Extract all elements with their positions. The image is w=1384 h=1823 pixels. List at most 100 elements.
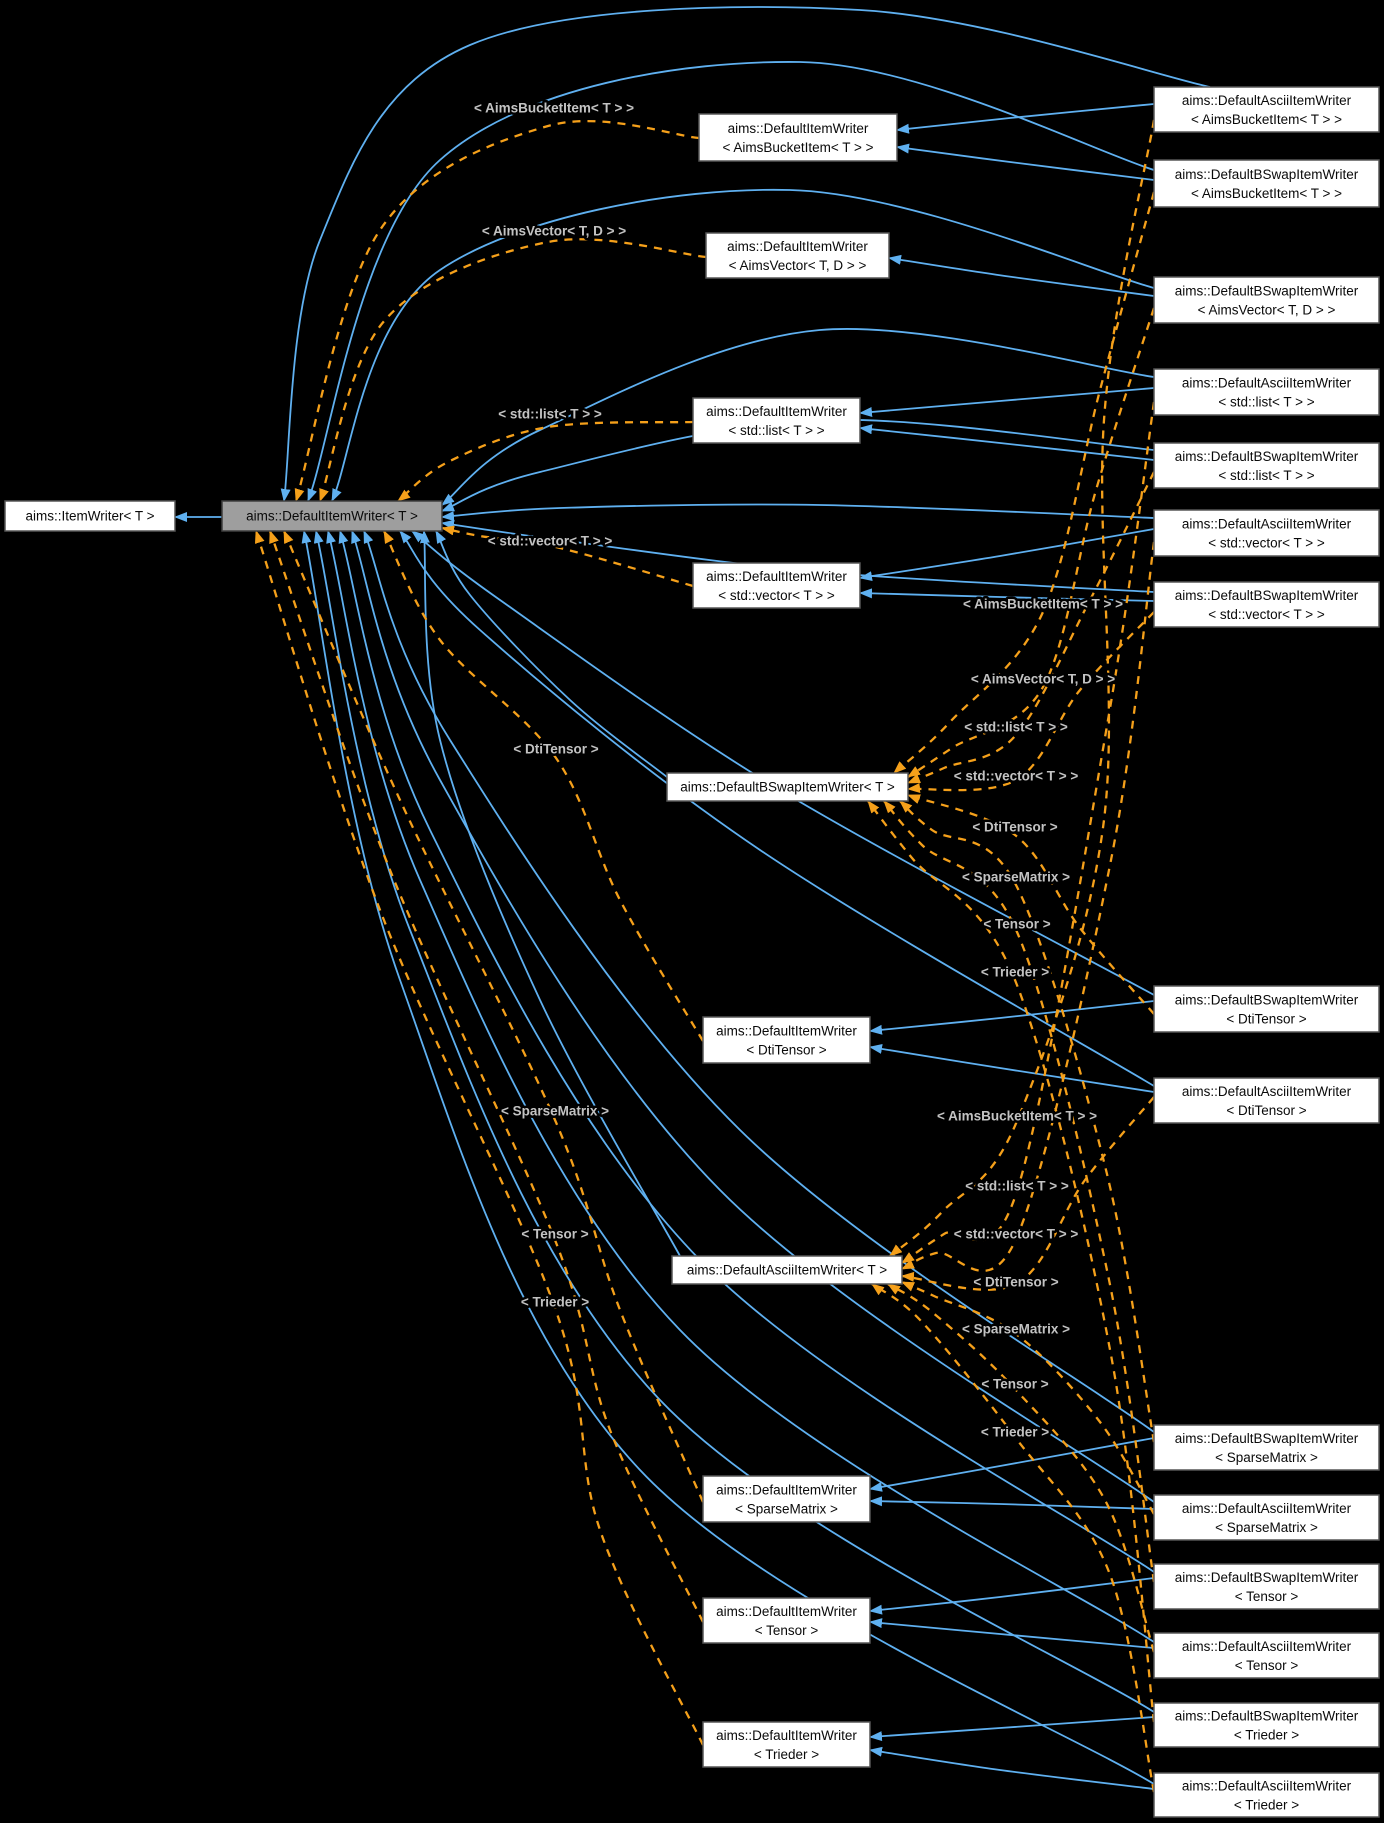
edge-label-bswap_trieder: < Trieder >	[981, 965, 1049, 980]
class-node-diw_tensor[interactable]: aims::DefaultItemWriter< Tensor >	[702, 1597, 871, 1644]
class-node-box[interactable]	[702, 1597, 871, 1644]
class-node-bswap_list[interactable]: aims::DefaultBSwapItemWriter< std::list<…	[1153, 442, 1380, 489]
class-node-label: < Trieder >	[754, 1747, 819, 1762]
edge-template-diw_sparse-to-defaultitemwriter	[282, 530, 705, 1503]
class-node-label: aims::DefaultItemWriter	[716, 1024, 857, 1039]
class-node-ascii_trieder[interactable]: aims::DefaultAsciiItemWriter< Trieder >	[1153, 1772, 1380, 1818]
class-node-label: < std::vector< T > >	[1208, 536, 1325, 551]
class-node-box[interactable]	[671, 1255, 903, 1285]
class-node-box[interactable]	[221, 500, 443, 532]
class-node-label: aims::DefaultItemWriter	[706, 404, 847, 419]
class-node-box[interactable]	[1153, 509, 1380, 557]
class-node-label: aims::DefaultBSwapItemWriter	[1175, 1431, 1359, 1446]
class-node-bswap_trieder[interactable]: aims::DefaultBSwapItemWriter< Trieder >	[1153, 1702, 1380, 1748]
class-node-diw_list[interactable]: aims::DefaultItemWriter< std::list< T > …	[692, 397, 861, 444]
edge-template-ascii_dtitensor-to-ascii_t	[901, 1096, 1155, 1291]
class-node-diw_sparse[interactable]: aims::DefaultItemWriter< SparseMatrix >	[702, 1475, 871, 1523]
class-node-label: aims::DefaultBSwapItemWriter	[1175, 167, 1359, 182]
class-node-box[interactable]	[698, 113, 898, 162]
class-node-bswap_tensor[interactable]: aims::DefaultBSwapItemWriter< Tensor >	[1153, 1563, 1380, 1610]
class-node-box[interactable]	[1153, 159, 1380, 208]
class-node-box[interactable]	[666, 772, 909, 802]
class-node-defaultitemwriter[interactable]: aims::DefaultItemWriter< T >	[221, 500, 443, 532]
class-node-ascii_vector[interactable]: aims::DefaultAsciiItemWriter< std::vecto…	[1153, 509, 1380, 557]
class-node-ascii_tensor[interactable]: aims::DefaultAsciiItemWriter< Tensor >	[1153, 1632, 1380, 1679]
edge-template-ascii_list-to-ascii_t	[901, 401, 1156, 1264]
class-node-label: < SparseMatrix >	[735, 1502, 838, 1517]
class-node-diw_vector[interactable]: aims::DefaultItemWriter< std::vector< T …	[692, 562, 861, 609]
class-node-box[interactable]	[702, 1475, 871, 1523]
class-node-box[interactable]	[702, 1016, 871, 1064]
class-node-box[interactable]	[1153, 581, 1380, 628]
edge-template-ascii_bucket-to-ascii_t	[889, 119, 1156, 1257]
edge-template-ascii_tensor-to-ascii_t	[887, 1283, 1156, 1653]
class-node-box[interactable]	[705, 232, 890, 279]
class-node-ascii_t[interactable]: aims::DefaultAsciiItemWriter< T >	[671, 1255, 903, 1285]
edge-label-ascii_dtitensor: < DtiTensor >	[973, 1275, 1058, 1290]
nodes-layer: aims::ItemWriter< T >aims::DefaultItemWr…	[4, 86, 1380, 1818]
class-node-diw_trieder[interactable]: aims::DefaultItemWriter< Trieder >	[702, 1721, 871, 1768]
class-node-ascii_dtitensor[interactable]: aims::DefaultAsciiItemWriter< DtiTensor …	[1153, 1077, 1380, 1124]
class-node-label: < DtiTensor >	[1226, 1012, 1306, 1027]
class-node-itemwriter[interactable]: aims::ItemWriter< T >	[4, 500, 176, 532]
edge-inheritance-bswap_dtitensor-to-diw_dtitensor	[869, 1000, 1155, 1035]
class-node-bswap_t[interactable]: aims::DefaultBSwapItemWriter< T >	[666, 772, 909, 802]
class-node-box[interactable]	[702, 1721, 871, 1768]
edge-label-ascii_vector: < std::vector< T > >	[954, 1227, 1079, 1242]
class-node-label: aims::DefaultAsciiItemWriter	[1182, 1501, 1352, 1516]
class-node-label: aims::DefaultAsciiItemWriter	[1182, 517, 1352, 532]
class-node-diw_aimsvector[interactable]: aims::DefaultItemWriter< AimsVector< T, …	[705, 232, 890, 279]
class-node-box[interactable]	[1153, 1632, 1380, 1679]
class-node-box[interactable]	[1153, 1563, 1380, 1610]
class-node-box[interactable]	[692, 562, 861, 609]
class-node-box[interactable]	[1153, 985, 1380, 1033]
class-node-box[interactable]	[1153, 86, 1380, 133]
class-node-label: < DtiTensor >	[1226, 1103, 1306, 1118]
edge-label-bswap_vector: < std::vector< T > >	[954, 769, 1079, 784]
class-node-bswap_bucket[interactable]: aims::DefaultBSwapItemWriter< AimsBucket…	[1153, 159, 1380, 208]
class-node-box[interactable]	[1153, 276, 1380, 324]
edge-inheritance-bswap_aimsvector-to-diw_aimsvector	[888, 254, 1155, 297]
class-node-bswap_sparse[interactable]: aims::DefaultBSwapItemWriter< SparseMatr…	[1153, 1424, 1380, 1471]
edge-label-bswap_sparse: < SparseMatrix >	[962, 870, 1070, 885]
edge-inheritance-bswap_bucket-to-defaultitemwriter	[307, 61, 1155, 502]
class-node-box[interactable]	[1153, 1077, 1380, 1124]
edge-inheritance-ascii_tensor-to-defaultitemwriter	[326, 530, 1155, 1643]
class-node-ascii_sparse[interactable]: aims::DefaultAsciiItemWriter< SparseMatr…	[1153, 1494, 1380, 1541]
class-node-bswap_dtitensor[interactable]: aims::DefaultBSwapItemWriter< DtiTensor …	[1153, 985, 1380, 1033]
class-node-box[interactable]	[692, 397, 861, 444]
class-node-label: < AimsBucketItem< T > >	[1191, 112, 1342, 127]
class-node-bswap_vector[interactable]: aims::DefaultBSwapItemWriter< std::vecto…	[1153, 581, 1380, 628]
class-node-box[interactable]	[1153, 442, 1380, 489]
edge-inheritance-ascii_list-to-diw_list	[859, 387, 1155, 417]
class-node-box[interactable]	[1153, 1772, 1380, 1818]
edge-label-bswap_dtitensor: < DtiTensor >	[972, 820, 1057, 835]
edge-inheritance-ascii_sparse-to-diw_sparse	[869, 1496, 1155, 1510]
class-node-box[interactable]	[1153, 1424, 1380, 1471]
class-node-label: < SparseMatrix >	[1215, 1520, 1318, 1535]
class-node-label: aims::DefaultBSwapItemWriter	[1175, 1570, 1359, 1585]
class-node-box[interactable]	[1153, 1494, 1380, 1541]
edge-label-ascii_trieder: < Trieder >	[981, 1425, 1049, 1440]
class-node-diw_dtitensor[interactable]: aims::DefaultItemWriter< DtiTensor >	[702, 1016, 871, 1064]
class-node-bswap_aimsvector[interactable]: aims::DefaultBSwapItemWriter< AimsVector…	[1153, 276, 1380, 324]
edge-template-diw_list-to-defaultitemwriter	[397, 420, 694, 502]
class-node-box[interactable]	[1153, 368, 1380, 416]
class-node-ascii_list[interactable]: aims::DefaultAsciiItemWriter< std::list<…	[1153, 368, 1380, 416]
edge-template-bswap_aimsvector-to-bswap_t	[907, 307, 1156, 778]
class-node-box[interactable]	[1153, 1702, 1380, 1748]
edge-template-diw_trieder-to-defaultitemwriter	[254, 530, 705, 1746]
edge-inheritance-bswap_tensor-to-defaultitemwriter	[338, 530, 1155, 1573]
class-node-label: aims::DefaultItemWriter	[728, 121, 869, 136]
edge-label-ascii_list: < std::list< T > >	[965, 1179, 1069, 1194]
class-node-label: < AimsVector< T, D > >	[1198, 303, 1336, 318]
class-node-box[interactable]	[4, 500, 176, 532]
class-node-label: aims::DefaultAsciiItemWriter	[1182, 1639, 1352, 1654]
edge-inheritance-bswap_vector-to-diw_vector	[859, 588, 1155, 602]
class-node-ascii_bucket[interactable]: aims::DefaultAsciiItemWriter< AimsBucket…	[1153, 86, 1380, 133]
edge-inheritance-ascii_t-to-defaultitemwriter	[419, 530, 681, 1257]
edge-label-bswap_list: < std::list< T > >	[964, 720, 1068, 735]
class-node-diw_bucket[interactable]: aims::DefaultItemWriter< AimsBucketItem<…	[698, 113, 898, 162]
class-node-label: < std::list< T > >	[1218, 468, 1314, 483]
